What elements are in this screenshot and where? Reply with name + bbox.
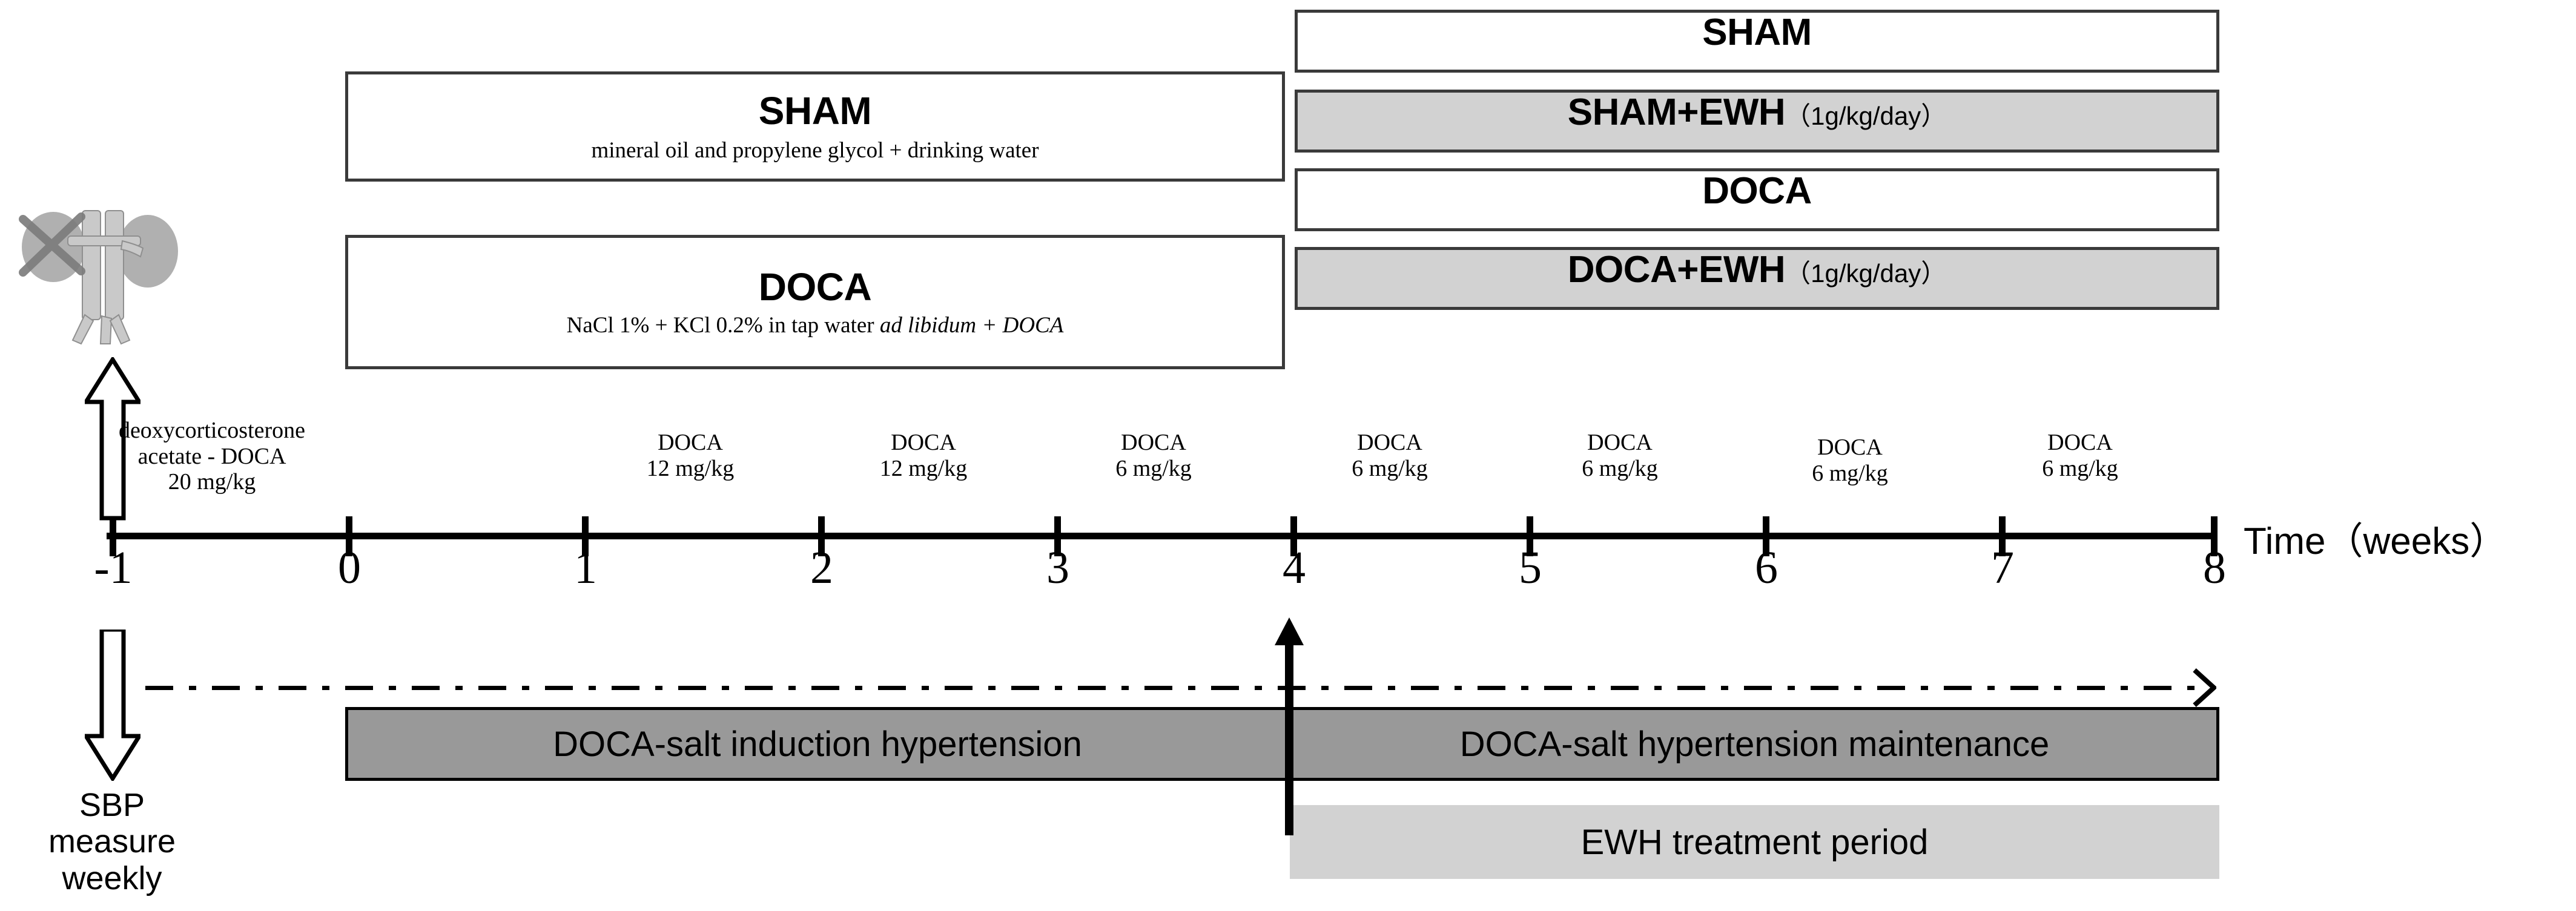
axis-label-8: 8 [2203, 542, 2226, 593]
phase-bar-induction: DOCA-salt induction hypertension [345, 707, 1290, 781]
axis-label--1: -1 [94, 542, 133, 593]
group-dose-doca-ewh: （1g/kg/day） [1785, 259, 1947, 288]
axis-tick-7 [1999, 516, 2006, 556]
axis-tick-4 [1290, 516, 1297, 556]
sbp-line-arrowhead-icon [2193, 668, 2216, 707]
dose-note-week2: DOCA 12 mg/kg [879, 430, 968, 481]
phase-label-maintenance: DOCA-salt hypertension maintenance [1459, 724, 2050, 764]
sbp-caption-line-3: weekly [62, 860, 162, 896]
axis-label-6: 6 [1755, 542, 1778, 593]
sbp-weekly-dashdot-line [145, 686, 2201, 690]
group-subtitle-sham-pre: mineral oil and propylene glycol + drink… [591, 137, 1039, 163]
group-title-doca-post: DOCA [1702, 170, 1812, 212]
dose-note-week1: DOCA 12 mg/kg [646, 430, 735, 481]
sbp-caption-line-2: measure [48, 823, 176, 860]
doca-subtitle-plain: NaCl 1% + KCl 0.2% in tap water [566, 312, 880, 338]
axis-tick-6 [1763, 516, 1769, 556]
axis-title-time: Time（weeks） [2244, 521, 2508, 562]
group-title-sham-ewh: SHAM+EWH [1567, 91, 1786, 133]
axis-label-3: 3 [1046, 542, 1069, 593]
axis-label-0: 0 [338, 542, 361, 593]
dose-note-week3: DOCA 6 mg/kg [1115, 430, 1192, 481]
axis-tick-3 [1054, 516, 1061, 556]
dose-note-week5: DOCA 6 mg/kg [1582, 430, 1658, 481]
axis-label-1: 1 [574, 542, 597, 593]
sbp-measure-caption: SBP measure weekly [12, 787, 212, 896]
doca-subtitle-italic: ad libidum + DOCA [879, 312, 1064, 338]
uninephrectomy-kidney-icon [19, 210, 178, 345]
axis-tick-2 [818, 516, 825, 556]
axis-label-2: 2 [810, 542, 833, 593]
phase-bar-ewh-treatment: EWH treatment period [1290, 805, 2219, 879]
axis-label-5: 5 [1519, 542, 1542, 593]
timeline-axis [107, 533, 2214, 539]
group-box-sham-pre: SHAM mineral oil and propylene glycol + … [345, 71, 1285, 182]
group-title-doca-pre: DOCA [758, 265, 872, 309]
group-box-sham-post: SHAM [1295, 10, 2219, 73]
axis-tick-8 [2211, 516, 2218, 556]
axis-tick-5 [1527, 516, 1533, 556]
group-box-doca-post: DOCA [1295, 168, 2219, 231]
group-dose-sham-ewh: （1g/kg/day） [1785, 102, 1947, 130]
dose-note-week4: DOCA 6 mg/kg [1352, 430, 1428, 481]
sbp-down-arrow-icon [85, 630, 140, 781]
group-subtitle-doca-pre: NaCl 1% + KCl 0.2% in tap water ad libid… [566, 312, 1064, 338]
ewh-start-up-arrow-icon [1275, 617, 1304, 835]
axis-tick-0 [346, 516, 352, 556]
group-title-sham-post: SHAM [1702, 12, 1812, 53]
phase-bar-maintenance: DOCA-salt hypertension maintenance [1290, 707, 2219, 781]
group-title-doca-ewh: DOCA+EWH [1567, 249, 1786, 291]
axis-tick-1 [582, 516, 589, 556]
dose-note-week6: DOCA 6 mg/kg [1812, 435, 1888, 486]
axis-label-7: 7 [1991, 542, 2014, 593]
phase-label-induction: DOCA-salt induction hypertension [553, 724, 1082, 764]
group-title-sham-pre: SHAM [758, 89, 872, 133]
group-box-doca-pre: DOCA NaCl 1% + KCl 0.2% in tap water ad … [345, 235, 1285, 369]
sbp-caption-line-1: SBP [79, 787, 145, 823]
group-box-doca-ewh: DOCA+EWH （1g/kg/day） [1295, 247, 2219, 310]
axis-label-4: 4 [1283, 542, 1306, 593]
dose-note-week0: deoxycorticosterone acetate - DOCA 20 mg… [118, 418, 306, 495]
group-box-sham-ewh: SHAM+EWH （1g/kg/day） [1295, 90, 2219, 153]
axis-tick--1 [110, 516, 116, 556]
phase-label-ewh: EWH treatment period [1580, 822, 1929, 862]
dose-note-week7: DOCA 6 mg/kg [2042, 430, 2118, 481]
